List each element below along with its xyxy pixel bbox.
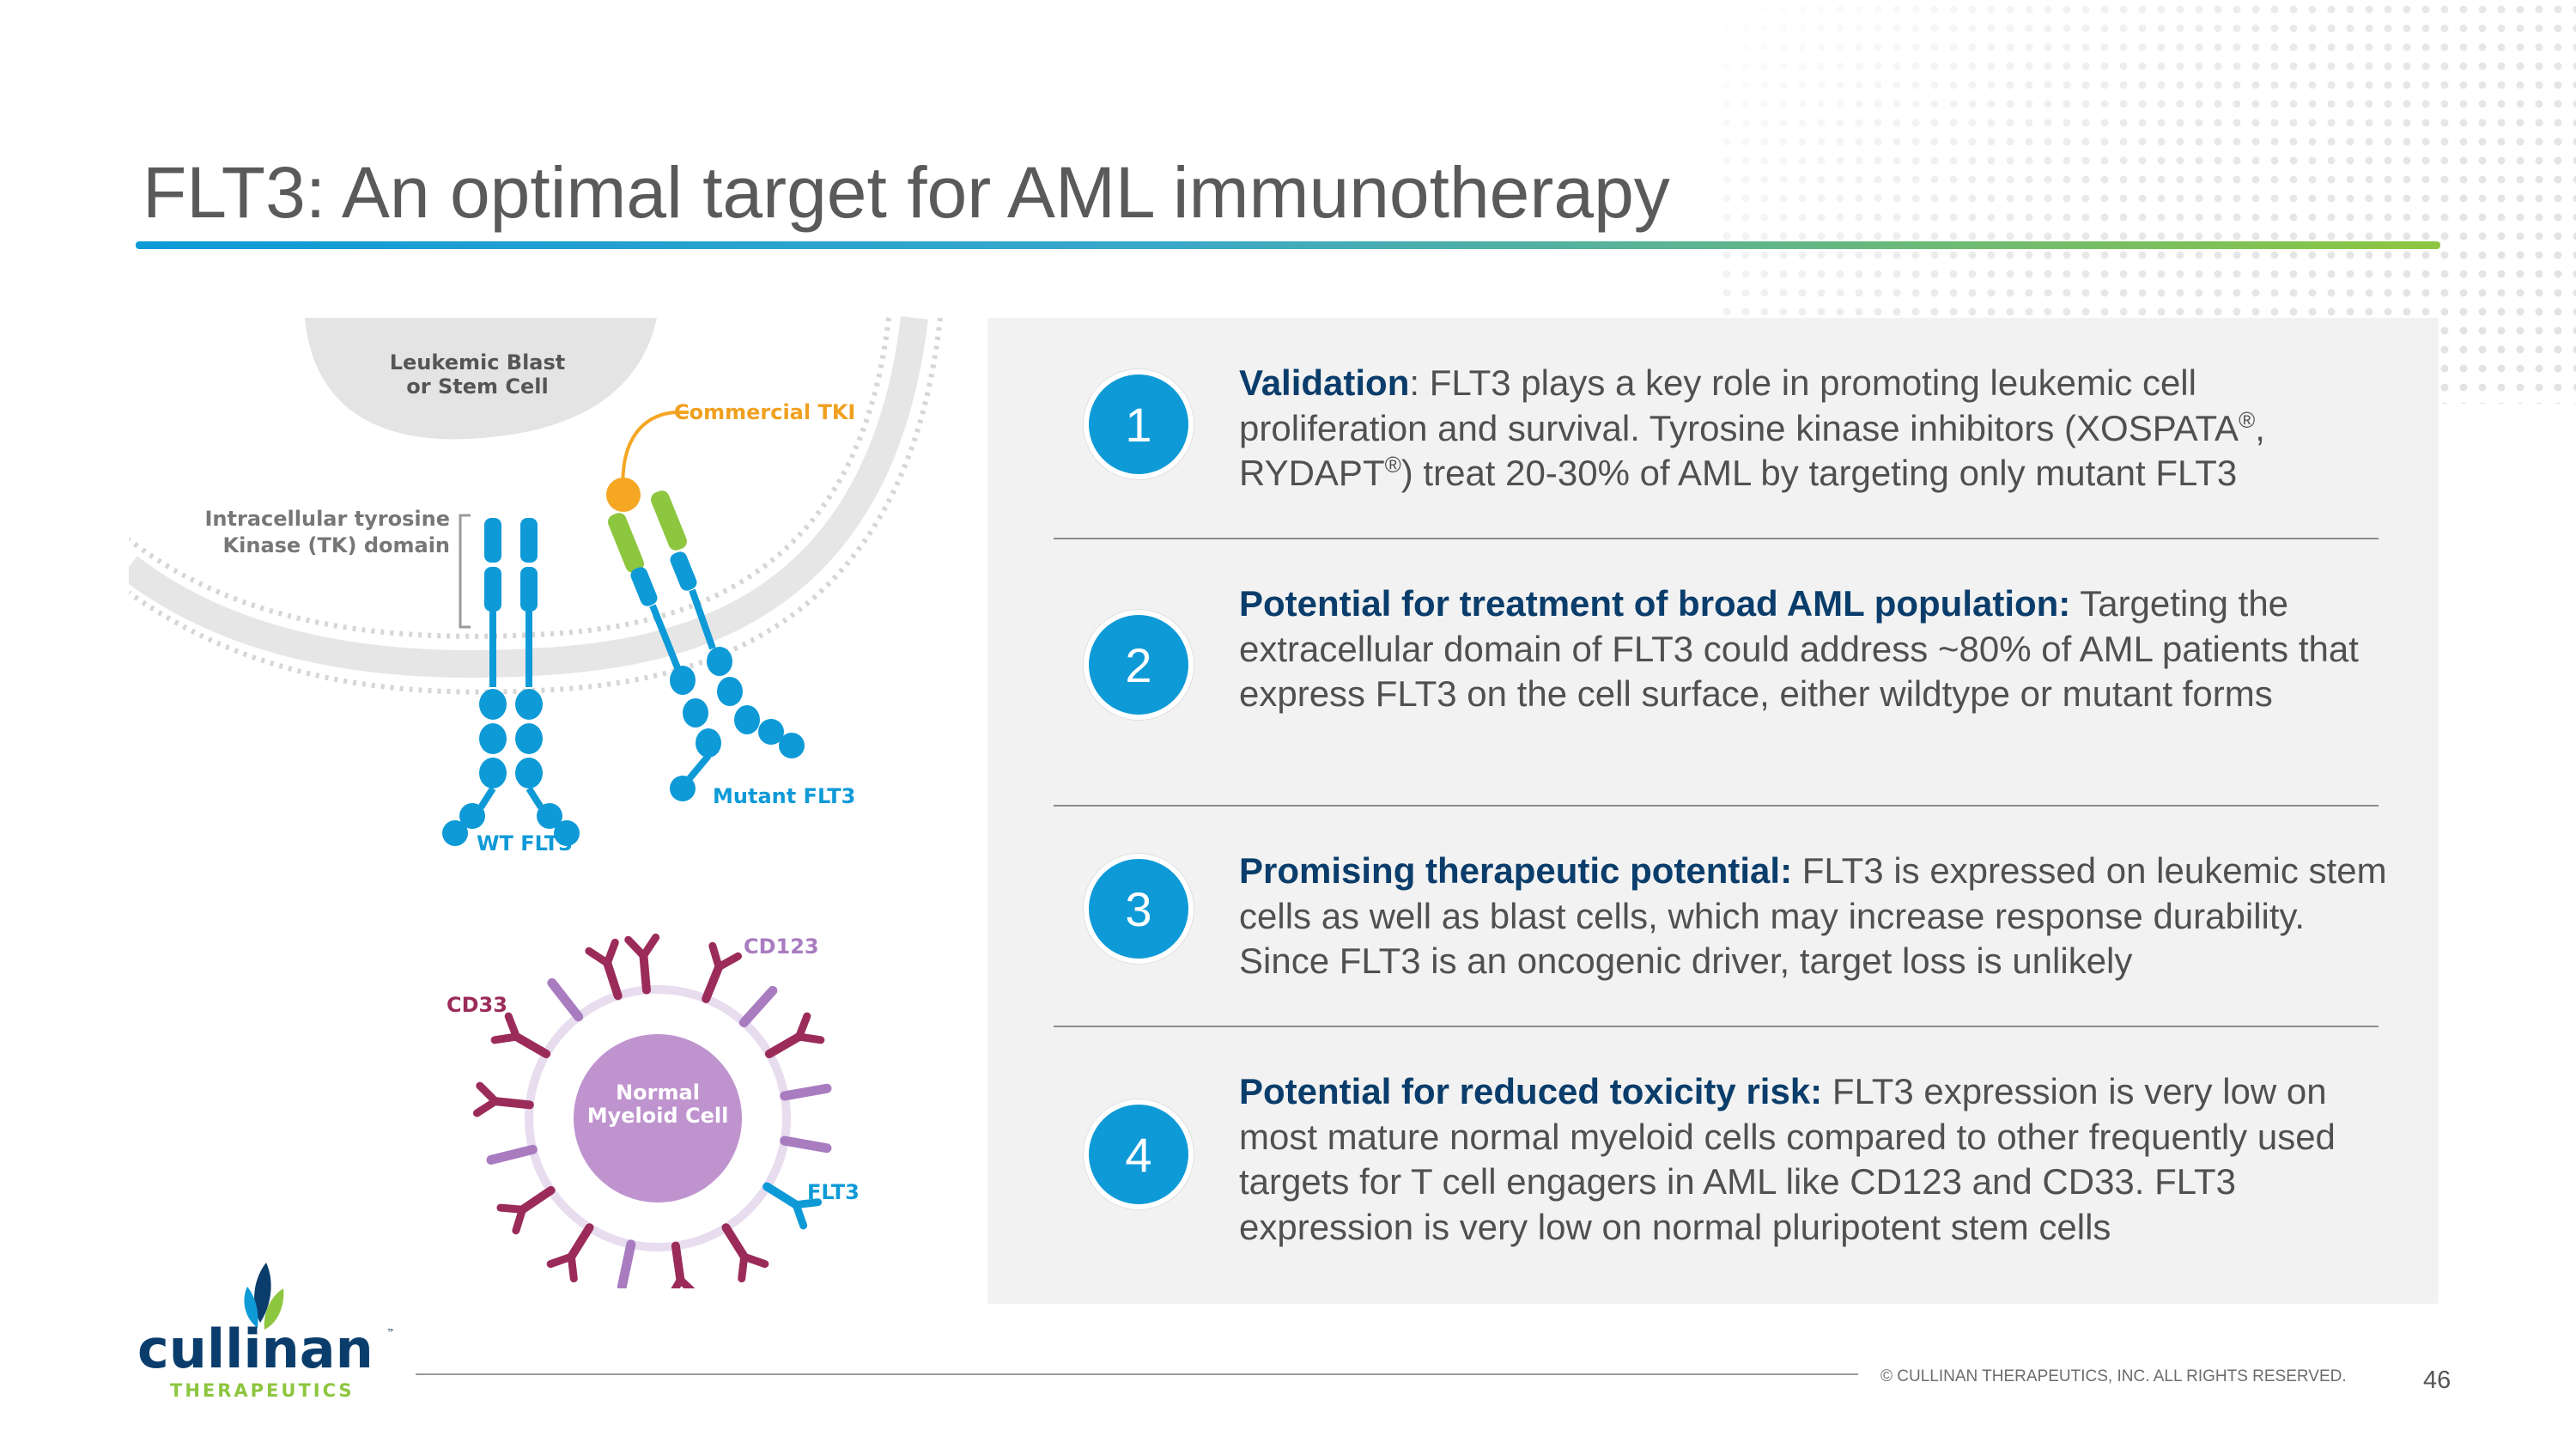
myeloid-cell-ring	[525, 985, 791, 1251]
registered-mark: ®	[1384, 452, 1401, 478]
number-badge-3: 3	[1084, 854, 1194, 964]
page-title: FLT3: An optimal target for AML immunoth…	[143, 152, 1670, 233]
point-1-body-b: , RYDAPT	[1239, 407, 2265, 494]
cell-label-line2: Myeloid Cell	[587, 1104, 729, 1128]
divider-3	[1054, 1026, 2379, 1027]
wt-flt3-receptor	[442, 518, 580, 846]
point-2-text: Potential for treatment of broad AML pop…	[1239, 581, 2390, 717]
flt3-diagram: Leukemic Blast or Stem Cell Commercial T…	[129, 316, 943, 1288]
point-4-lead: Potential for reduced toxicity risk:	[1239, 1071, 1823, 1111]
number-badge-2: 2	[1084, 610, 1194, 720]
logo-leaf-icon	[244, 1263, 284, 1330]
leukemic-blast-shape	[305, 318, 657, 440]
blast-label-line1: Leukemic Blast	[390, 350, 566, 374]
page-number: 46	[2423, 1367, 2451, 1394]
mutant-flt3-receptor	[606, 478, 805, 801]
tki-label: Commercial TKI	[674, 400, 855, 424]
flt3-label: FLT3	[807, 1180, 860, 1204]
membrane-outer	[129, 317, 943, 695]
wt-flt3-label: WT FLT3	[477, 831, 573, 855]
number-badge-4: 4	[1084, 1099, 1194, 1209]
copyright-notice: © CULLINAN THERAPEUTICS, INC. ALL RIGHTS…	[1880, 1367, 2347, 1385]
point-1-lead: Validation	[1239, 362, 1410, 403]
cell-label-line1: Normal	[616, 1081, 700, 1105]
point-2-body: Targeting the extracellular domain of FL…	[1239, 583, 2359, 714]
cd33-label: CD33	[447, 993, 507, 1017]
point-1-text: Validation: FLT3 plays a key role in pro…	[1239, 361, 2390, 496]
point-1-body-a: : FLT3 plays a key role in promoting leu…	[1239, 362, 2239, 448]
point-4-text: Potential for reduced toxicity risk: FLT…	[1239, 1069, 2390, 1250]
logo-wordmark: cullinan	[137, 1318, 374, 1380]
title-underline	[136, 241, 2440, 249]
tk-label-line2: Kinase (TK) domain	[223, 533, 450, 557]
point-3-body: FLT3 is expressed on leukemic stem cells…	[1239, 850, 2387, 981]
key-points-panel: 1 Validation: FLT3 plays a key role in p…	[987, 318, 2439, 1304]
mutant-flt3-label: Mutant FLT3	[713, 784, 855, 808]
divider-2	[1054, 805, 2379, 807]
point-3-text: Promising therapeutic potential: FLT3 is…	[1239, 849, 2390, 984]
point-2-lead: Potential for treatment of broad AML pop…	[1239, 583, 2071, 624]
point-1-body-c: ) treat 20-30% of AML by targeting only …	[1400, 453, 2238, 493]
divider-1	[1054, 538, 2379, 539]
membrane-inner	[129, 317, 891, 639]
footer-rule	[416, 1373, 1858, 1375]
cell-surface-receptors	[472, 933, 832, 1288]
tki-connector	[621, 411, 689, 496]
tk-label-line1: Intracellular tyrosine	[205, 507, 451, 531]
point-3-lead: Promising therapeutic potential:	[1239, 850, 1793, 891]
logo-subtitle: THERAPEUTICS	[170, 1380, 355, 1400]
tk-bracket	[459, 514, 471, 629]
point-4-body: FLT3 expression is very low on most matu…	[1239, 1071, 2336, 1247]
cd123-label: CD123	[744, 935, 819, 959]
logo-trademark: ™	[386, 1327, 393, 1339]
myeloid-cell-body	[574, 1034, 742, 1202]
membrane-band	[129, 316, 928, 678]
blast-label-line2: or Stem Cell	[406, 374, 548, 399]
number-badge-1: 1	[1084, 369, 1194, 479]
registered-mark: ®	[2239, 406, 2256, 433]
cullinan-logo: cullinan ™ THERAPEUTICS	[137, 1263, 393, 1400]
